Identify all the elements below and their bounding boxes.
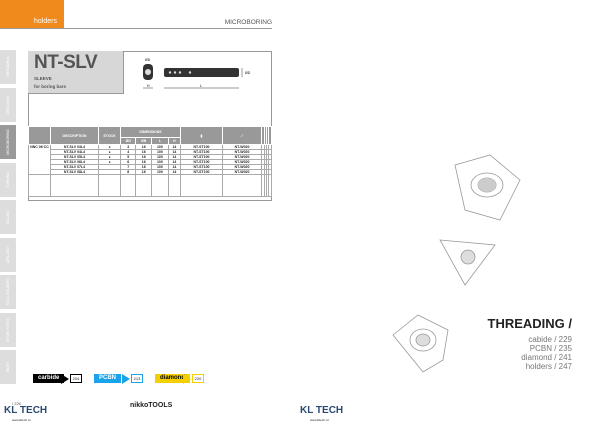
side-tab-label: DRILLING <box>6 246 10 263</box>
header-divider <box>0 28 272 29</box>
table-cell <box>28 174 51 197</box>
page-number-left: / 226 <box>12 401 21 406</box>
dim-d-label: ØD <box>245 71 251 75</box>
section-link[interactable]: holders / 247 <box>525 362 572 371</box>
subheader: L <box>150 137 169 145</box>
side-tab[interactable]: THREADING <box>0 50 16 86</box>
col-stock: STOCK <box>98 126 121 145</box>
product-description: for boring bars <box>34 84 67 89</box>
side-tab-label: INDEX <box>6 361 10 373</box>
sleeve-drawing: ØD H L ØD <box>143 58 251 89</box>
col-group <box>28 126 51 145</box>
subheader: ØD <box>119 137 137 145</box>
table-cell <box>98 174 121 197</box>
nikko-logo: nikkoTOOLS <box>130 402 173 409</box>
table-cell <box>221 174 263 197</box>
table-cell <box>268 174 272 197</box>
table-cell <box>50 174 99 197</box>
arrow-icon <box>122 374 130 384</box>
table-cell <box>167 174 182 197</box>
section-header: holders <box>0 0 64 28</box>
legend-diamond[interactable]: diamond <box>155 374 190 383</box>
legend-carbide[interactable]: carbide <box>33 374 65 383</box>
side-tab[interactable]: TURNING <box>0 162 16 199</box>
table-cell <box>265 174 270 197</box>
col-description: DESCRIPTION <box>50 126 99 145</box>
kltech-logo-left: KL TECH <box>4 405 48 416</box>
threading-heading: THREADING / <box>487 316 573 331</box>
side-tab[interactable]: MICROBORING <box>0 125 16 161</box>
group-cell: NNC 06 CC <box>28 144 51 175</box>
dim-h-label: H <box>147 84 150 88</box>
title-block <box>28 51 124 94</box>
url-left: www.kltech.cz <box>12 418 31 422</box>
col-dimensions: DIMENSIONS <box>119 126 182 138</box>
side-tab[interactable]: DRILLING <box>0 237 16 274</box>
table-cell <box>119 174 137 197</box>
side-tab-label: TURNING <box>6 171 10 188</box>
side-tab-label: SPARE PARTS <box>6 317 10 342</box>
side-tab-label: TOOL HOLDERS <box>6 278 10 306</box>
section-label: holders <box>34 18 57 25</box>
subheader: ØB <box>135 137 152 145</box>
url-right: www.kltech.cz <box>310 418 329 422</box>
table-row <box>28 174 272 197</box>
col-screw: ▮ <box>180 126 223 145</box>
arrow-icon <box>61 374 69 384</box>
legend-page[interactable]: 220 <box>192 374 204 383</box>
side-tab-label: THREADING <box>6 56 10 78</box>
product-title: NT-SLV <box>34 52 98 73</box>
col-empty <box>268 126 272 145</box>
section-link[interactable]: diamond / 241 <box>521 353 572 362</box>
side-tab-label: MILLING <box>6 209 10 225</box>
side-tab[interactable]: TOOL HOLDERS <box>0 275 16 311</box>
table-cell <box>150 174 169 197</box>
dim-od-label: ØD <box>145 58 151 62</box>
threading-insert-image <box>454 154 521 221</box>
table-cell <box>135 174 152 197</box>
side-tab[interactable]: SPARE PARTS <box>0 312 16 349</box>
section-link[interactable]: PCBN / 235 <box>529 344 572 353</box>
side-tab[interactable]: INDEX <box>0 350 16 386</box>
threading-insert-image-2 <box>392 314 449 373</box>
subheader: H <box>167 137 182 145</box>
table-cell <box>180 174 223 197</box>
legend-page[interactable]: 213 <box>131 374 143 383</box>
col-key: ⟋ <box>221 126 263 145</box>
product-subtitle: SLEEVE <box>34 76 52 81</box>
side-tab-label: GROOVING <box>6 94 10 115</box>
kltech-logo-right: KL TECH <box>300 405 344 416</box>
side-tab[interactable]: GROOVING <box>0 87 16 124</box>
legend-page[interactable]: 204 <box>70 374 82 383</box>
legend-PCBN[interactable]: PCBN <box>94 374 122 383</box>
section-link[interactable]: cabide / 229 <box>528 335 572 344</box>
triangle-insert-image <box>439 239 496 286</box>
category-label: MICROBORING <box>224 19 272 26</box>
dim-l-label: L <box>200 84 202 88</box>
arrow-icon <box>183 374 191 384</box>
side-tab[interactable]: MILLING <box>0 200 16 236</box>
side-tab-label: MICROBORING <box>6 129 10 155</box>
